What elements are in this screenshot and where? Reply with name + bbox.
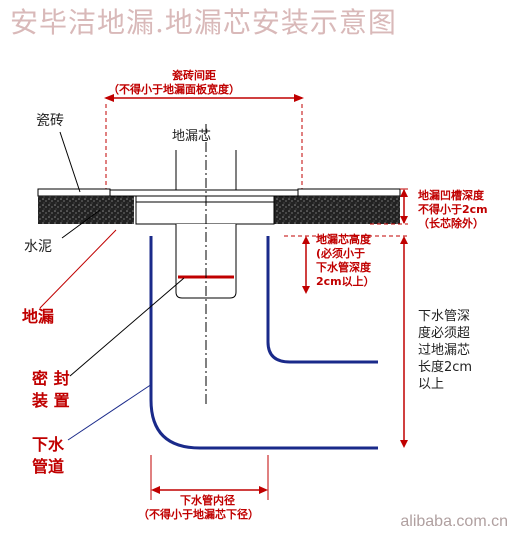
seal-label-line2: 装 置: [32, 391, 70, 410]
drain-flange: [135, 195, 275, 225]
cement-leader: [61, 209, 101, 239]
drain-leader: [39, 229, 117, 309]
pipe-depth-note-line4: 长度2cm: [418, 360, 473, 375]
pipe-depth-note-line3: 过地漏芯: [418, 343, 471, 358]
cement-label: 水泥: [24, 239, 52, 255]
groove-note-line3: （长芯除外）: [418, 217, 484, 230]
pipe-dia-arrow-right: [259, 486, 268, 494]
core-height-note-line2: (必须小于: [316, 247, 366, 260]
core-height-arrow-bottom: [302, 286, 310, 294]
cement-right: [274, 196, 400, 224]
core-height-arrow-top: [302, 236, 310, 244]
groove-arrow-top: [400, 189, 408, 197]
pipe-dia-note: （不得小于地漏芯下径）: [138, 508, 259, 521]
pipe-dia-label: 下水管内径: [180, 494, 235, 507]
pipe-label-line2: 管道: [32, 457, 65, 476]
tile-gap-arrow-right: [294, 94, 304, 102]
pipe-dia-arrow-left: [151, 486, 160, 494]
tile-gap-arrow-left: [104, 94, 114, 102]
pipe-wall-right: [266, 236, 378, 364]
tile-left: [37, 188, 111, 197]
groove-note-line2: 不得小于2cm: [418, 203, 488, 216]
core-height-note-line1: 地漏芯高度: [316, 233, 371, 246]
pipe-depth-arrow-top: [400, 236, 408, 244]
seal-label-line1: 密 封: [32, 369, 70, 388]
pipe-depth-note-line1: 下水管深: [418, 309, 471, 324]
pipe-label-line1: 下水: [32, 435, 65, 454]
watermark: alibaba.com.cn: [400, 513, 508, 531]
drain-core-body: [175, 224, 237, 299]
core-height-note-line3: 下水管深度: [316, 261, 371, 274]
groove-arrow-bottom: [400, 216, 408, 224]
cement-left: [38, 196, 134, 224]
tile-gap-label: 瓷砖间距: [172, 69, 216, 82]
tile-gap-note: （不得小于地漏面板宽度）: [108, 83, 240, 96]
tile-leader: [59, 131, 81, 193]
pipe-depth-arrow-bottom: [400, 440, 408, 448]
groove-note-line1: 地漏凹槽深度: [418, 189, 484, 202]
pipe-depth-note-line5: 以上: [418, 377, 445, 392]
seal-leader: [69, 277, 185, 377]
drain-panel: [109, 189, 299, 197]
pipe-leader: [67, 383, 153, 441]
pipe-depth-note-line2: 度必须超: [418, 326, 471, 341]
tile-label: 瓷砖: [36, 113, 64, 129]
core-height-note-line4: 2cm以上）: [316, 275, 375, 288]
tile-right: [297, 188, 401, 197]
drain-label: 地漏: [22, 307, 55, 326]
core-label: 地漏芯: [172, 129, 212, 144]
pipe-wall-left: [149, 236, 378, 450]
diagram-title: 安毕洁地漏.地漏芯安装示意图: [10, 6, 397, 39]
